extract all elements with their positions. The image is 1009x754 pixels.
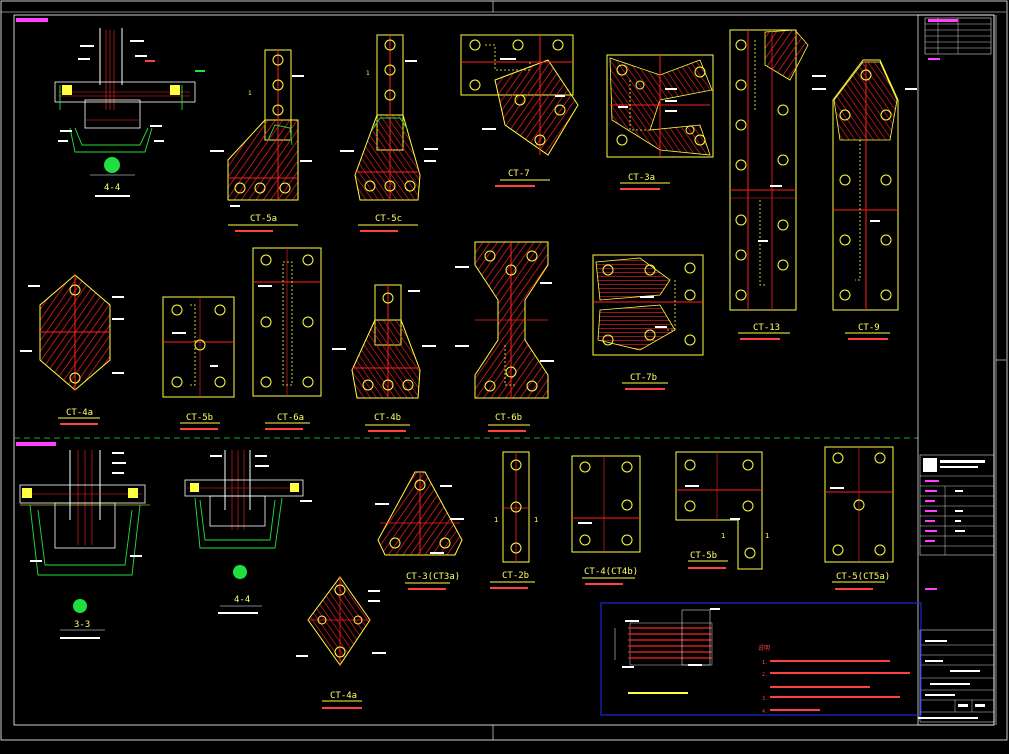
- svg-text:1: 1: [366, 70, 370, 77]
- plate-label-ct5b-2: CT-5b: [690, 551, 717, 561]
- plate-label-ct4b: CT-4b: [374, 413, 401, 423]
- section-label-3-3: 3-3: [74, 620, 90, 630]
- plate-ct4b: [332, 284, 436, 432]
- section-detail-top: [16, 18, 205, 197]
- plate-ct13: [729, 29, 826, 340]
- section-label-4-4-bottom: 4-4: [234, 595, 250, 605]
- section-label-4-4-top: 4-4: [104, 183, 120, 193]
- plate-ct5a: 1: [210, 49, 312, 232]
- plate-ct5b: [162, 296, 235, 430]
- plate-ct9: [812, 59, 917, 340]
- svg-text:1: 1: [494, 516, 498, 524]
- plate-ct3ct3a: [375, 471, 464, 590]
- plate-label-ct7: CT-7: [508, 169, 530, 179]
- plate-ct6a: [252, 247, 322, 430]
- note-4: 4.: [762, 709, 768, 715]
- plate-label-ct3a: CT-3a: [628, 173, 655, 183]
- plate-label-ct6a: CT-6a: [277, 413, 304, 423]
- svg-text:1: 1: [534, 516, 538, 524]
- plate-label-ct4a: CT-4a: [66, 408, 93, 418]
- plate-label-ct5c: CT-5c: [375, 214, 402, 224]
- plate-ct4ct4b: [571, 455, 641, 585]
- plate-ct2b: 1 1: [490, 451, 538, 589]
- plate-ct5ct5a: [824, 446, 894, 590]
- plate-ct5b-2: 1 1: [675, 451, 769, 570]
- section-detail-3-3: [16, 442, 150, 639]
- plate-ct4a: [20, 274, 124, 425]
- plate-ct6b: [455, 241, 554, 432]
- notes-box: [600, 602, 922, 716]
- plate-label-ct3ct3a: CT-3(CT3a): [406, 572, 460, 582]
- notes-lines: 1. 2. 3. 4.: [762, 660, 910, 715]
- plate-ct5c: 1: [340, 34, 438, 232]
- plate-label-ct13: CT-13: [753, 323, 780, 333]
- note-2: 2.: [762, 672, 768, 678]
- plate-label-ct5ct5a: CT-5(CT5a): [836, 572, 890, 582]
- plate-ct4a-2: [296, 576, 386, 709]
- note-3: 3.: [762, 696, 768, 702]
- notes-title: 说明: [758, 644, 770, 652]
- svg-text:1: 1: [765, 532, 769, 540]
- plate-label-ct7b: CT-7b: [630, 373, 657, 383]
- note-1: 1.: [762, 660, 768, 666]
- svg-text:1: 1: [248, 90, 252, 97]
- plate-ct7: [460, 34, 579, 187]
- plate-ct3a: [606, 54, 714, 190]
- plate-label-ct5a: CT-5a: [250, 214, 277, 224]
- plate-label-ct4a-2: CT-4a: [330, 691, 357, 701]
- plate-label-ct4ct4b: CT-4(CT4b): [584, 567, 638, 577]
- plate-label-ct5b: CT-5b: [186, 413, 213, 423]
- plate-ct7b: [592, 254, 704, 390]
- section-detail-4-4-bottom: [184, 450, 312, 614]
- svg-text:1: 1: [721, 532, 725, 540]
- title-block: [917, 14, 995, 726]
- plate-label-ct6b: CT-6b: [495, 413, 522, 423]
- plate-label-ct2b: CT-2b: [502, 571, 529, 581]
- plate-label-ct9: CT-9: [858, 323, 880, 333]
